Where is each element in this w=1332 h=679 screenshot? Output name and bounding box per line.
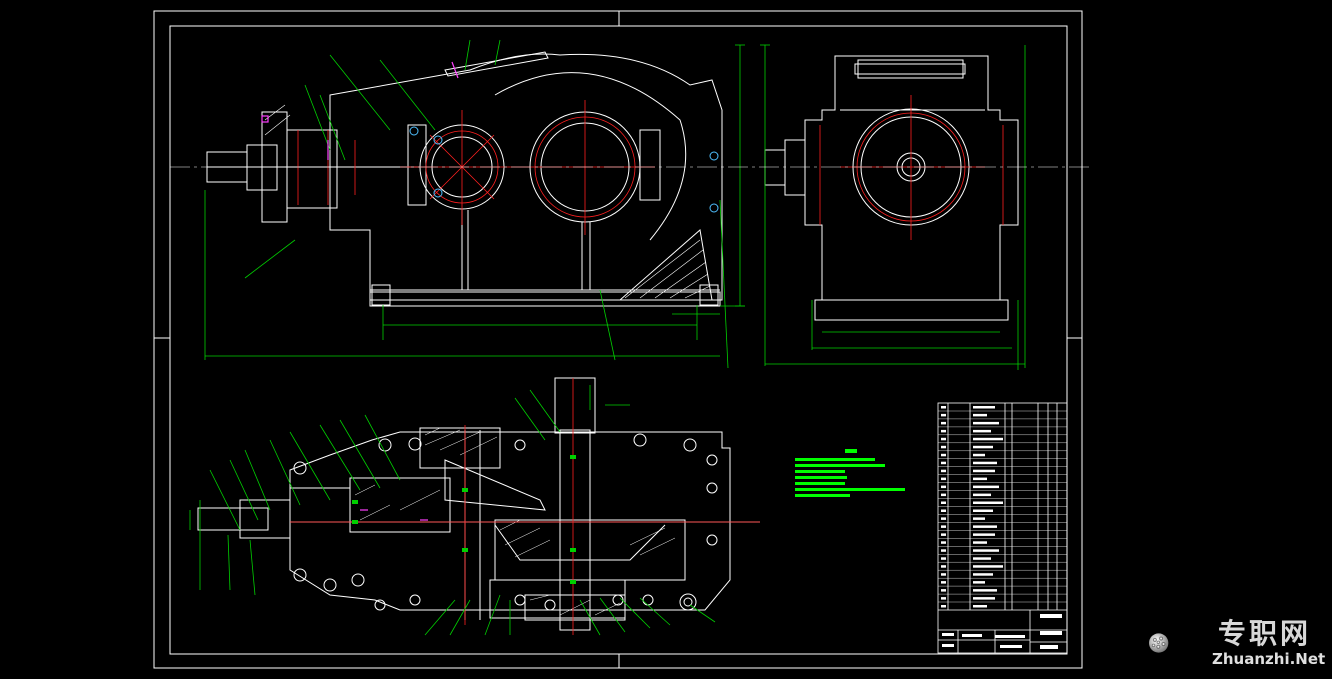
parts-list-index-stub xyxy=(941,605,946,608)
parts-list-entry-stub xyxy=(973,589,997,592)
parts-list-index-stub xyxy=(941,453,946,457)
parts-list-entry-stub xyxy=(973,581,985,584)
front-view-dimensions xyxy=(204,39,745,369)
parts-list-entry-stub xyxy=(973,429,991,433)
parts-list-entry-stub xyxy=(973,533,995,536)
parts-list-entries xyxy=(941,406,1003,608)
parts-list-entry-stub xyxy=(973,605,987,608)
parts-list-index-stub xyxy=(941,573,946,576)
front-view-bolts xyxy=(409,126,719,213)
parts-list-index-stub xyxy=(941,429,946,433)
parts-list-index-stub xyxy=(941,493,946,497)
parts-list-index-stub xyxy=(941,445,946,449)
parts-list-index-stub xyxy=(941,509,946,512)
title-block-text xyxy=(942,614,1062,649)
front-view-hatch xyxy=(264,104,711,299)
top-section-highlights xyxy=(360,509,428,521)
parts-list-index-stub xyxy=(941,557,946,560)
parts-list-index-stub xyxy=(941,581,946,584)
parts-list-index-stub xyxy=(941,485,946,489)
parts-list-entry-stub xyxy=(973,549,999,552)
parts-list-entry-stub xyxy=(973,461,997,465)
technical-notes xyxy=(795,449,905,497)
top-section-markers xyxy=(352,455,576,584)
flower-ball-logo-icon xyxy=(1149,633,1169,653)
parts-list-entry-stub xyxy=(973,541,987,544)
front-view-highlights xyxy=(261,61,459,160)
parts-list-index-stub xyxy=(941,525,946,528)
top-section-centerlines xyxy=(290,378,760,635)
parts-list-index-stub xyxy=(941,421,946,425)
parts-list-entry-stub xyxy=(973,413,987,417)
watermark-en: Zhuanzhi.Net xyxy=(1212,650,1326,668)
parts-list-entry-stub xyxy=(973,597,995,600)
parts-list-entry-stub xyxy=(973,501,1003,504)
parts-list-entry-stub xyxy=(973,477,987,481)
parts-list-index-stub xyxy=(941,549,946,552)
parts-list-index-stub xyxy=(941,517,946,520)
parts-list-index-stub xyxy=(941,501,946,504)
sheet-frame xyxy=(153,10,1083,669)
parts-list-entry-stub xyxy=(973,565,1003,568)
parts-list-index-stub xyxy=(941,541,946,544)
parts-list-index-stub xyxy=(941,565,946,568)
side-view-dimensions xyxy=(760,44,1026,370)
parts-list-index-stub xyxy=(941,469,946,473)
parts-list-index-stub xyxy=(941,437,946,441)
parts-list-index-stub xyxy=(941,597,946,600)
parts-list-entry-stub xyxy=(973,445,993,449)
parts-list-index-stub xyxy=(941,477,946,481)
parts-list-entry-stub xyxy=(973,509,993,512)
parts-list-entry-stub xyxy=(973,453,985,457)
parts-list-entry-stub xyxy=(973,525,997,528)
parts-list-entry-stub xyxy=(973,406,995,409)
parts-list-index-stub xyxy=(941,406,946,409)
watermark-cn: 专职网 xyxy=(1218,617,1312,650)
parts-list-index-stub xyxy=(941,589,946,592)
parts-list-index-stub xyxy=(941,461,946,465)
parts-list-index-stub xyxy=(941,413,946,417)
parts-list-entry-stub xyxy=(973,437,1003,441)
top-section-hatch xyxy=(354,427,676,616)
parts-list-entry-stub xyxy=(973,421,999,425)
parts-list-entry-stub xyxy=(973,493,991,497)
parts-list-entry-stub xyxy=(973,517,985,520)
parts-list-entry-stub xyxy=(973,557,991,560)
parts-list-rows xyxy=(938,410,1067,603)
parts-list-index-stub xyxy=(941,533,946,536)
parts-list-entry-stub xyxy=(973,485,999,489)
parts-list-entry-stub xyxy=(973,469,995,473)
top-section-dimensions xyxy=(189,385,716,636)
parts-list-entry-stub xyxy=(973,573,993,576)
top-section-bolts xyxy=(293,433,718,611)
